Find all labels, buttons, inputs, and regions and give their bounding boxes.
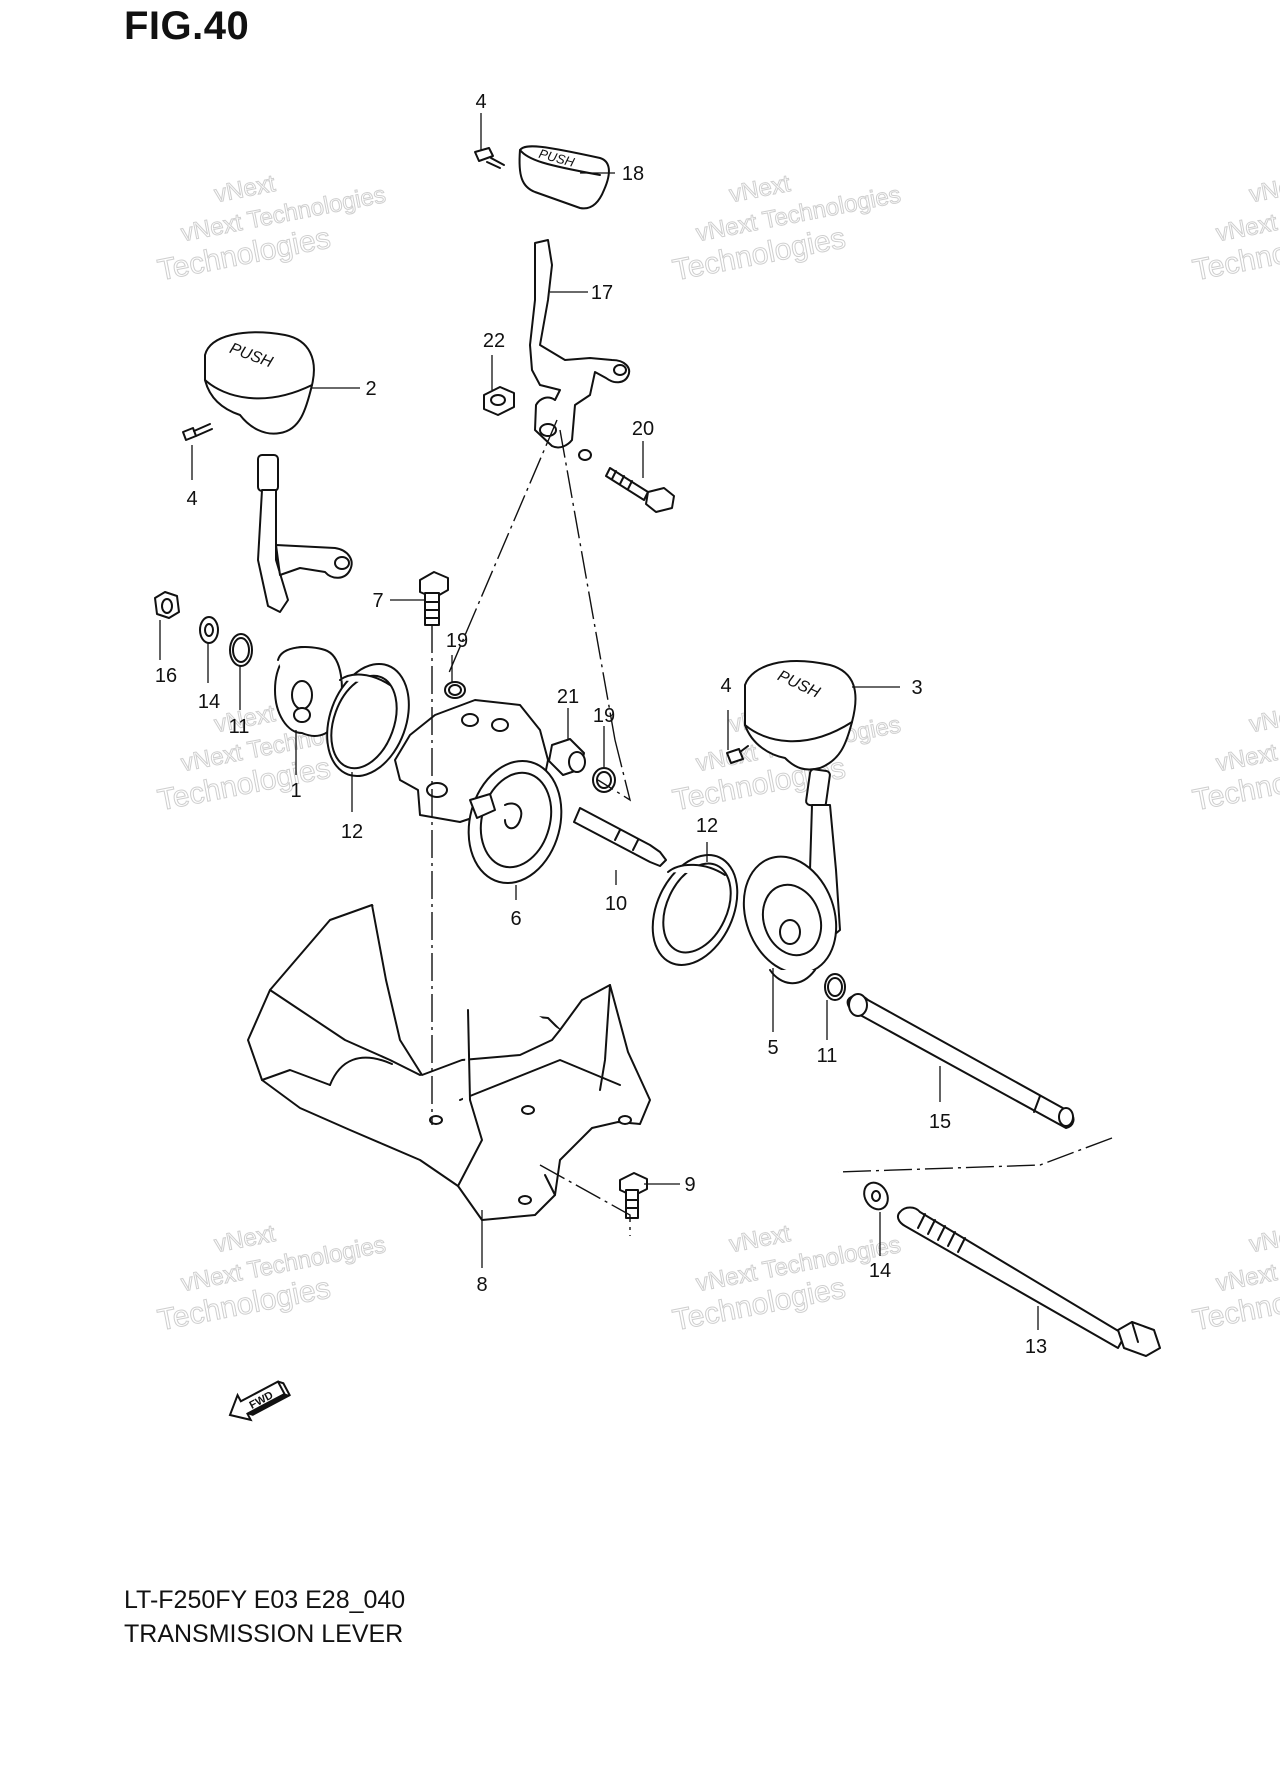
- knob-part-3: PUSH: [744, 660, 857, 771]
- screw-part-4-right: [726, 745, 749, 764]
- watermark: vNext vNext Technologies Technologies: [1190, 699, 1280, 817]
- svg-text:vNext: vNext: [1247, 700, 1280, 738]
- leader-lines: [159, 113, 1039, 1330]
- callout-20: 20: [632, 418, 654, 440]
- nut-part-16: [154, 591, 180, 619]
- watermark: vNext vNext Technologies Technologies: [1190, 169, 1280, 287]
- seal-part-12-right: [651, 854, 739, 966]
- mounting-bracket-part-8: [247, 904, 651, 1221]
- seal-part-12-left: [326, 662, 410, 778]
- callout-7: 7: [372, 590, 383, 612]
- callout-13: 13: [1025, 1336, 1047, 1358]
- pin-part-21: [548, 738, 586, 776]
- o-ring-part-11-right: [824, 973, 846, 1001]
- bolt-part-7: [419, 571, 449, 626]
- watermark: vNext vNext Technologies Technologies: [1190, 1219, 1280, 1337]
- callout-labels: 4 18 17 22 20 2 4 7 19 16 14 11 1 12 21 …: [155, 91, 1047, 1358]
- callout-21: 21: [557, 686, 579, 708]
- lever-housing-part-6: [394, 699, 563, 885]
- callout-16: 16: [155, 665, 177, 687]
- callout-5: 5: [767, 1037, 778, 1059]
- figure-title: FIG.40: [124, 4, 250, 48]
- nut-part-22: [483, 386, 515, 416]
- callout-9: 9: [684, 1174, 695, 1196]
- bolt-part-9: [619, 1172, 648, 1219]
- callout-3: 3: [911, 677, 922, 699]
- callout-6: 6: [510, 908, 521, 930]
- callout-4-right: 4: [720, 675, 731, 697]
- watermark: vNext vNext Technologies Technologies: [670, 169, 904, 287]
- callout-4-left: 4: [186, 488, 197, 510]
- bolt-part-13: [896, 1206, 1161, 1357]
- callout-12-right: 12: [696, 815, 718, 837]
- callout-1: 1: [290, 780, 301, 802]
- callout-14-right: 14: [869, 1260, 891, 1282]
- callout-19-lower: 19: [593, 705, 615, 727]
- svg-text:vNext: vNext: [1247, 1220, 1280, 1258]
- shaft-part-15: [846, 993, 1075, 1129]
- watermarks: vNext vNext Technologies Technologies vN…: [155, 169, 1280, 1337]
- screw-part-4-left: [182, 423, 213, 441]
- o-ring-part-19-lower: [592, 767, 616, 793]
- washer-part-14-left: [199, 616, 219, 644]
- callout-10: 10: [605, 893, 627, 915]
- watermark: vNext vNext Technologies Technologies: [155, 169, 389, 287]
- fwd-arrow-icon: FWD: [228, 1380, 292, 1422]
- bolt-part-20: [605, 467, 675, 513]
- knob-cap-part-18: PUSH: [518, 145, 610, 210]
- callout-12-left: 12: [341, 821, 363, 843]
- callout-8: 8: [476, 1274, 487, 1296]
- figure-name: TRANSMISSION LEVER: [124, 1620, 404, 1648]
- callout-11-left: 11: [229, 716, 250, 738]
- callout-18: 18: [622, 163, 644, 185]
- shift-lever-part-1: [257, 454, 353, 737]
- screw-part-4-top: [474, 147, 505, 169]
- callout-17: 17: [591, 282, 613, 304]
- callout-4-top: 4: [475, 91, 486, 113]
- o-ring-part-11-left: [229, 633, 253, 667]
- callout-11-right: 11: [817, 1045, 838, 1067]
- model-code: LT-F250FY E03 E28_040: [124, 1586, 406, 1614]
- o-ring-part-19-upper: [444, 681, 466, 699]
- svg-text:vNext: vNext: [1247, 170, 1280, 208]
- callout-22: 22: [483, 330, 505, 352]
- callout-2: 2: [365, 378, 376, 400]
- washer-part-14-right: [863, 1181, 889, 1211]
- callout-15: 15: [929, 1111, 951, 1133]
- shift-lever-part-5: [742, 768, 841, 985]
- shift-lever-part-17: [529, 239, 631, 461]
- knob-part-2: PUSH: [204, 331, 315, 435]
- assembly-lines: [431, 419, 1113, 1236]
- watermark: vNext vNext Technologies Technologies: [155, 1219, 389, 1337]
- callout-14-left: 14: [198, 691, 220, 713]
- callout-19-upper: 19: [446, 630, 468, 652]
- shaft-part-10: [573, 807, 667, 867]
